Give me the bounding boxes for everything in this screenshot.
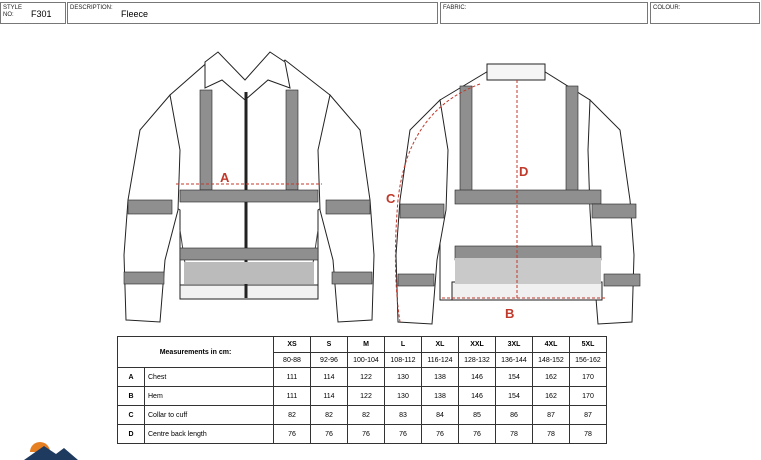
table-cell: 170 <box>569 367 607 387</box>
marker-d: D <box>519 164 528 179</box>
range-xs: 80-88 <box>273 352 311 368</box>
table-cell: 86 <box>495 405 533 425</box>
table-cell: 114 <box>310 386 348 406</box>
table-cell: 82 <box>273 405 311 425</box>
table-cell: 154 <box>495 367 533 387</box>
style-no-label: STYLE NO: <box>3 5 23 18</box>
table-cell: 162 <box>532 386 570 406</box>
table-cell: 130 <box>384 367 422 387</box>
range-l: 108-112 <box>384 352 422 368</box>
table-cell: 83 <box>384 405 422 425</box>
table-cell: 82 <box>347 405 385 425</box>
style-no-value: F301 <box>31 9 52 19</box>
table-cell: 78 <box>495 424 533 444</box>
back-reflective-tape <box>397 85 641 287</box>
row-label: Hem <box>144 386 274 406</box>
table-cell: 78 <box>532 424 570 444</box>
size-xs: XS <box>273 336 311 353</box>
table-cell: 146 <box>458 386 496 406</box>
table-cell: 76 <box>458 424 496 444</box>
back-lower-panel <box>455 258 601 284</box>
table-cell: 87 <box>569 405 607 425</box>
table-cell: 114 <box>310 367 348 387</box>
marker-b: B <box>505 306 514 321</box>
table-cell: 122 <box>347 386 385 406</box>
row-label: Collar to cuff <box>144 405 274 425</box>
size-header-row: Measurements in cm: XS S M L XL XXL 3XL … <box>117 336 607 368</box>
table-cell: 130 <box>384 386 422 406</box>
table-cell: 138 <box>421 386 459 406</box>
style-no-box: STYLE NO: F301 <box>0 2 66 24</box>
row-label: Centre back length <box>144 424 274 444</box>
table-cell: 154 <box>495 386 533 406</box>
jacket-drawings: A B C D <box>123 51 641 325</box>
table-cell: 170 <box>569 386 607 406</box>
table-row: A Chest 111 114 122 130 138 146 154 162 … <box>117 367 607 387</box>
fabric-box: FABRIC: <box>440 2 648 24</box>
colour-box: COLOUR: <box>650 2 760 24</box>
table-cell: 76 <box>273 424 311 444</box>
range-5xl: 156-162 <box>569 352 607 368</box>
table-row: D Centre back length 76 76 76 76 76 76 7… <box>117 424 607 444</box>
table-cell: 146 <box>458 367 496 387</box>
size-xxl: XXL <box>458 336 496 353</box>
table-cell: 138 <box>421 367 459 387</box>
table-cell: 84 <box>421 405 459 425</box>
marker-c: C <box>386 191 396 206</box>
size-l: L <box>384 336 422 353</box>
collar-to-cuff-measure-line <box>394 83 481 323</box>
range-4xl: 148-152 <box>532 352 570 368</box>
table-cell: 76 <box>421 424 459 444</box>
size-table: Measurements in cm: XS S M L XL XXL 3XL … <box>117 336 607 444</box>
colour-label: COLOUR: <box>653 5 681 11</box>
front-reflective-tape <box>123 89 373 285</box>
table-cell: 162 <box>532 367 570 387</box>
brand-logo <box>24 442 78 460</box>
description-label: DESCRIPTION: <box>70 5 113 11</box>
fabric-label: FABRIC: <box>443 5 467 11</box>
description-box: DESCRIPTION: Fleece <box>67 2 438 24</box>
row-label: Chest <box>144 367 274 387</box>
size-5xl: 5XL <box>569 336 607 353</box>
description-value: Fleece <box>121 9 149 19</box>
row-key: B <box>117 386 145 406</box>
row-key: D <box>117 424 145 444</box>
table-cell: 111 <box>273 367 311 387</box>
row-key: A <box>117 367 145 387</box>
table-row: C Collar to cuff 82 82 82 83 84 85 86 87… <box>117 405 607 425</box>
range-xxl: 128-132 <box>458 352 496 368</box>
front-pocket-zips <box>184 262 314 284</box>
table-cell: 78 <box>569 424 607 444</box>
range-s: 92-96 <box>310 352 348 368</box>
size-xl: XL <box>421 336 459 353</box>
measurement-guides <box>176 80 606 323</box>
size-4xl: 4XL <box>532 336 570 353</box>
table-cell: 76 <box>310 424 348 444</box>
size-m: M <box>347 336 385 353</box>
range-3xl: 136-144 <box>495 352 533 368</box>
range-row: 80-88 92-96 100-104 108-112 116-124 128-… <box>118 352 607 368</box>
size-s: S <box>310 336 348 353</box>
table-cell: 76 <box>347 424 385 444</box>
table-cell: 122 <box>347 367 385 387</box>
table-cell: 111 <box>273 386 311 406</box>
size-3xl: 3XL <box>495 336 533 353</box>
table-cell: 82 <box>310 405 348 425</box>
table-cell: 87 <box>532 405 570 425</box>
range-m: 100-104 <box>347 352 385 368</box>
table-title: Measurements in cm: <box>117 336 274 368</box>
table-cell: 85 <box>458 405 496 425</box>
row-key: C <box>117 405 145 425</box>
range-xl: 116-124 <box>421 352 459 368</box>
table-cell: 76 <box>384 424 422 444</box>
marker-a: A <box>220 170 230 185</box>
table-row: B Hem 111 114 122 130 138 146 154 162 17… <box>117 386 607 406</box>
